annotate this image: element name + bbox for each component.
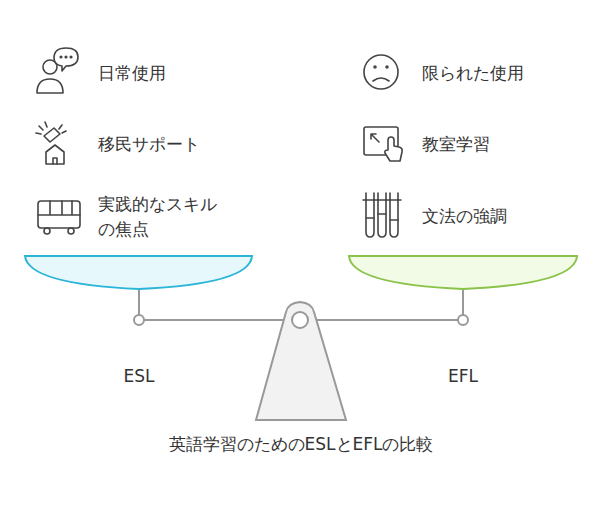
right-hanger [462,289,464,315]
esl-pan [25,256,252,289]
efl-pan [349,256,577,289]
item-label: 文法の強調 [422,204,507,229]
test-tubes-icon [363,193,401,237]
side-label: EFL [448,364,478,389]
side-label: ESL [123,364,154,389]
classroom-screen-icon [364,127,402,161]
item-label: 教室学習 [422,132,490,157]
fulcrum [256,302,346,420]
caption: 英語学習のためのESLとEFLの比較 [169,432,434,457]
left-joint [134,315,144,325]
pivot [292,312,308,328]
right-joint [458,315,468,325]
item-label: 移民サポート [98,132,200,157]
bus-icon [38,201,80,234]
speaking-person-icon [37,48,78,93]
sad-face-icon [364,55,398,89]
item-label: 日常使用 [98,61,166,86]
item-label: 限られた使用 [422,61,524,86]
support-icon [36,122,66,164]
item-label: 実践的なスキル の焦点 [98,192,226,242]
left-hanger [138,289,140,315]
